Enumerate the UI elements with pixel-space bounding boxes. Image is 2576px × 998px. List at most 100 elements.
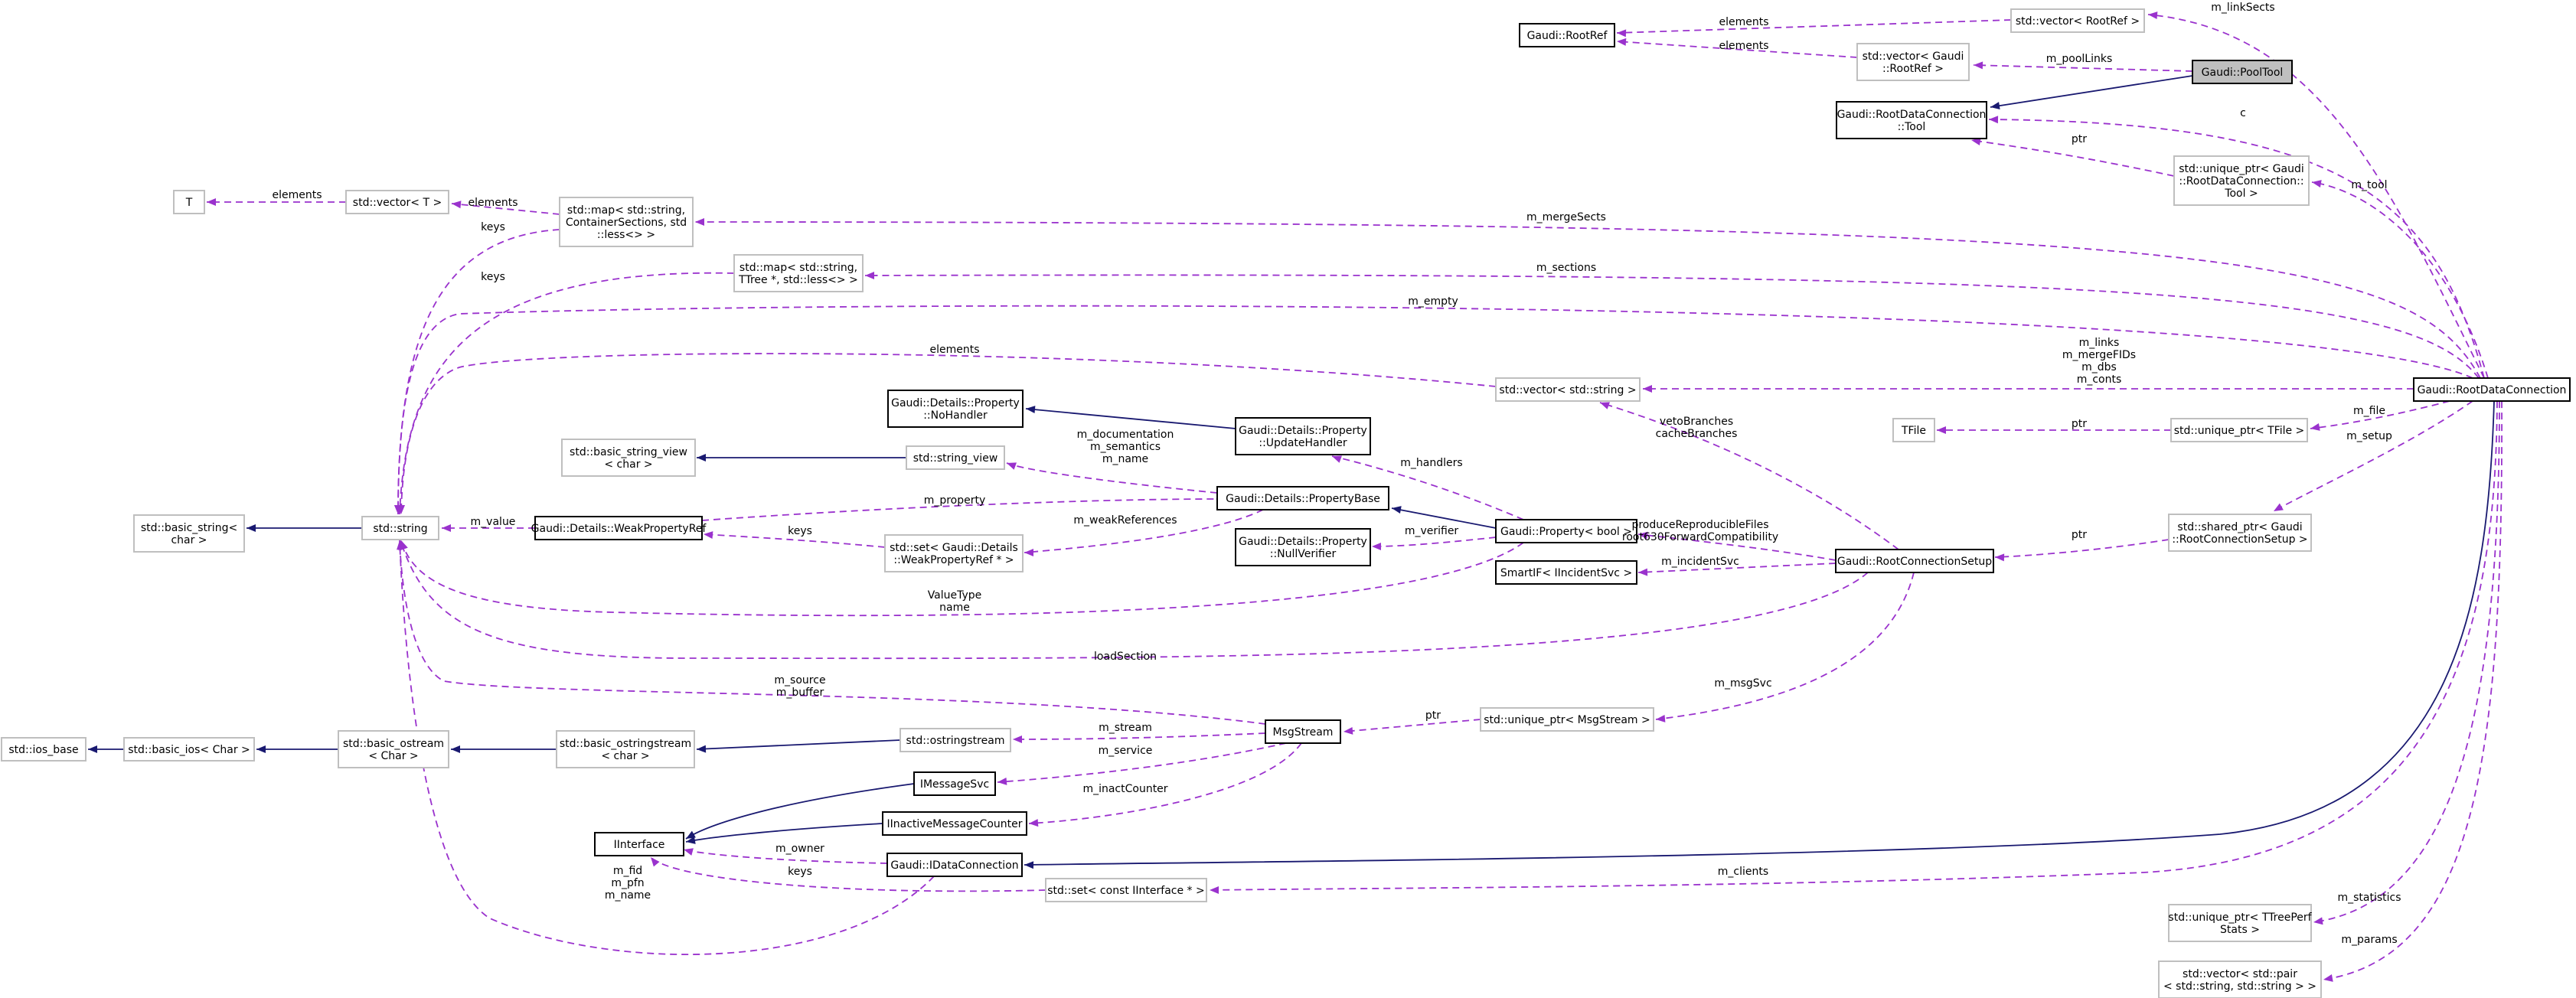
edge-mapcs-vecT: [451, 201, 560, 215]
edge-m-sections: [864, 272, 2480, 379]
class-node-weakref[interactable]: Gaudi::Details::WeakPropertyRef: [531, 516, 707, 540]
edge-uptr-tool-ptr: [1970, 138, 2175, 177]
class-node-uptr-tool[interactable]: std::unique_ptr< Gaudi::RootDataConnecti…: [2173, 155, 2310, 206]
class-node-string[interactable]: std::string: [361, 516, 439, 540]
edge-label-m-tool: m_tool: [2351, 179, 2387, 191]
edge-label-elements: elements: [272, 189, 322, 201]
class-node-imessagesvc[interactable]: IMessageSvc: [913, 771, 996, 796]
edge-line: [397, 229, 560, 515]
class-node-nullverifier[interactable]: Gaudi::Details::Property::NullVerifier: [1235, 528, 1371, 566]
class-node-rdc-tool[interactable]: Gaudi::RootDataConnection::Tool: [1836, 101, 1987, 139]
edge-line: [1012, 732, 1266, 740]
class-node-vec-string[interactable]: std::vector< std::string >: [1495, 377, 1641, 402]
edge-line: [1024, 509, 1264, 553]
edge-label-m-owner: m_owner: [775, 843, 824, 855]
class-node-msgstream[interactable]: MsgStream: [1265, 719, 1341, 744]
edge-propbool-inherits-propbase: [1391, 506, 1497, 529]
edge-line: [1025, 408, 1236, 429]
edge-label-elements: elements: [929, 344, 979, 356]
edge-arrowhead: [697, 745, 707, 753]
class-node-box: [2170, 418, 2308, 442]
class-node-label: Gaudi::Details::Property: [891, 397, 1020, 409]
class-node-box: [594, 832, 684, 856]
class-node-box: [2158, 960, 2322, 998]
edge-line: [2323, 400, 2503, 980]
edge-arrowhead: [207, 198, 216, 206]
edge-arrowhead: [397, 540, 405, 550]
edge-line: [1209, 400, 2498, 891]
class-node-label: < char >: [601, 750, 649, 762]
edge-arrowhead: [1024, 861, 1034, 869]
edge-arrowhead: [1332, 455, 1342, 463]
class-node-uptr-tfile[interactable]: std::unique_ptr< TFile >: [2170, 418, 2308, 442]
edge-line: [2311, 181, 2489, 379]
edge-basicostream-inherit: [256, 745, 338, 753]
class-node-ios-base[interactable]: std::ios_base: [1, 737, 87, 762]
class-node-rcs[interactable]: Gaudi::RootConnectionSetup: [1835, 549, 1994, 573]
class-node-map-cs[interactable]: std::map< std::string,ContainerSections,…: [559, 197, 694, 247]
class-node-label: std::shared_ptr< Gaudi: [2177, 521, 2302, 533]
class-node-sptr-rcs[interactable]: std::shared_ptr< Gaudi::RootConnectionSe…: [2168, 514, 2312, 552]
class-node-T[interactable]: T: [173, 190, 205, 214]
class-node-uptr-msg[interactable]: std::unique_ptr< MsgStream >: [1480, 707, 1654, 732]
class-node-basic-ios[interactable]: std::basic_ios< Char >: [123, 737, 255, 762]
class-node-vec-T[interactable]: std::vector< T >: [345, 190, 449, 214]
class-node-pooltool[interactable]: Gaudi::PoolTool: [2192, 60, 2293, 84]
edge-line: [2313, 400, 2500, 923]
class-node-label: SmartIF< IIncidentSvc >: [1500, 567, 1632, 579]
class-node-label: ::UpdateHandler: [1259, 437, 1347, 449]
class-node-basic-ostringstream[interactable]: std::basic_ostringstream< char >: [556, 730, 695, 768]
class-node-updatehandler[interactable]: Gaudi::Details::Property::UpdateHandler: [1235, 417, 1371, 455]
class-node-label: std::vector< RootRef >: [2016, 15, 2140, 28]
edge-arrowhead: [1392, 506, 1402, 514]
edge-line: [397, 305, 2473, 515]
edge-arrowhead: [1029, 819, 1039, 827]
class-node-label: std::vector< T >: [353, 197, 442, 209]
class-node-label: ::WeakPropertyRef * >: [893, 554, 1014, 566]
edge-m-inactcounter: [1028, 742, 1302, 827]
class-node-bstring[interactable]: std::basic_string<char >: [133, 514, 245, 553]
edge-m-stream: [1012, 732, 1266, 743]
class-node-box: [1519, 23, 1615, 47]
edge-arrowhead: [2148, 11, 2158, 20]
class-node-box: [2168, 514, 2312, 552]
edge-label-loadsection: loadSection: [1094, 651, 1157, 663]
edge-pooltool-inherits-tool: [1990, 75, 2193, 110]
class-node-label: std::unique_ptr< TTreePerf: [2168, 912, 2312, 924]
class-node-smartif[interactable]: SmartIF< IIncidentSvc >: [1495, 560, 1637, 585]
edge-arrowhead: [1007, 462, 1017, 470]
class-node-tfile[interactable]: TFile: [1892, 418, 1935, 442]
class-node-vec-gaudi-rootref[interactable]: std::vector< Gaudi::RootRef >: [1856, 43, 1970, 81]
class-node-box: [133, 514, 245, 553]
edge-tool-c: [1988, 116, 2485, 379]
class-node-string-view[interactable]: std::string_view: [906, 445, 1005, 470]
class-node-iinterface[interactable]: IInterface: [594, 832, 684, 856]
class-node-set-iface[interactable]: std::set< const IInterface * >: [1045, 878, 1207, 902]
class-node-box: [1892, 418, 1935, 442]
edge-label-m-weakreferences: m_weakReferences: [1073, 514, 1177, 527]
class-node-idataconn[interactable]: Gaudi::IDataConnection: [886, 853, 1023, 877]
class-node-prop-bool[interactable]: Gaudi::Property< bool >: [1495, 519, 1637, 543]
edge-arrowhead: [1989, 116, 1999, 124]
class-node-label: Tool >: [2224, 188, 2258, 200]
class-node-bsv[interactable]: std::basic_string_view< char >: [561, 439, 696, 477]
edge-line: [1655, 572, 1915, 720]
class-node-set-weak[interactable]: std::set< Gaudi::Details::WeakPropertyRe…: [884, 534, 1024, 572]
edge-arrowhead: [442, 524, 451, 532]
class-node-nohandler[interactable]: Gaudi::Details::Property::NoHandler: [887, 390, 1024, 428]
class-node-ostringstream[interactable]: std::ostringstream: [899, 728, 1011, 752]
edge-arrowhead: [651, 857, 660, 867]
class-node-basic-ostream[interactable]: std::basic_ostream< Char >: [338, 730, 449, 768]
edge-arrowhead: [1643, 385, 1652, 393]
class-node-vec-rootref[interactable]: std::vector< RootRef >: [2010, 8, 2145, 33]
class-node-rdc[interactable]: Gaudi::RootDataConnection: [2413, 377, 2571, 402]
class-node-vec-pair[interactable]: std::vector< std::pair< std::string, std…: [2158, 960, 2322, 998]
class-node-rootref[interactable]: Gaudi::RootRef: [1519, 23, 1615, 47]
class-node-map-ttree[interactable]: std::map< std::string,TTree *, std::less…: [733, 254, 864, 292]
class-node-propbase[interactable]: Gaudi::Details::PropertyBase: [1216, 486, 1389, 510]
class-node-iinactive[interactable]: IInactiveMessageCounter: [882, 811, 1027, 836]
